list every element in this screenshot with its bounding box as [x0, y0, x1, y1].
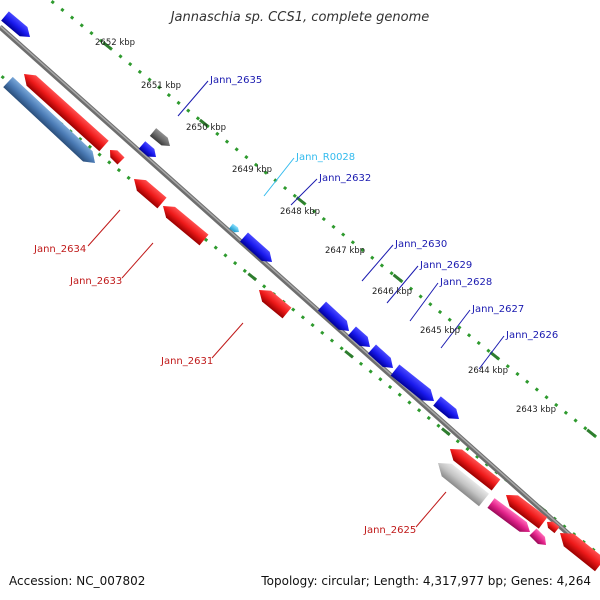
label-connector — [409, 282, 439, 322]
label-connector — [290, 178, 318, 206]
pseudo-gene-feature — [487, 498, 530, 532]
forward-gene-arrow — [348, 326, 371, 348]
label-connector — [386, 265, 419, 304]
label-connector — [87, 209, 121, 247]
ruler-tick-label: 2648 kbp — [280, 207, 320, 217]
label-connector — [478, 335, 505, 370]
ruler-forward-major — [47, 0, 600, 442]
other-feature-feature — [3, 76, 96, 164]
forward-gene-feature — [240, 232, 272, 262]
reverse-gene-feature — [547, 521, 560, 534]
map-title: Jannaschia sp. CCS1, complete genome — [170, 10, 430, 25]
label-connector — [415, 491, 447, 528]
gene-label[interactable]: Jann_2632 — [318, 173, 371, 184]
reverse-gene-arrow — [163, 206, 209, 246]
label-connector — [361, 244, 394, 282]
label-connector — [177, 80, 209, 117]
forward-gene-arrow — [390, 364, 435, 402]
reverse-gene-arrow — [438, 463, 490, 507]
ruler-tick-label: 2652 kbp — [95, 38, 135, 48]
reverse-gene-feature — [24, 74, 109, 152]
gene-label[interactable]: Jann_2634 — [33, 244, 86, 255]
gene-label[interactable]: Jann_2629 — [419, 260, 472, 271]
reverse-gene-feature — [450, 449, 501, 491]
forward-gene-feature — [348, 326, 371, 348]
reverse-gene-feature — [506, 495, 548, 529]
ruler-forward-minor — [47, 0, 600, 442]
ruler-tick-label: 2645 kbp — [420, 326, 460, 336]
gene-label[interactable]: Jann_2633 — [69, 276, 122, 287]
pseudo-gene-arrow — [487, 498, 530, 532]
ruler-tick-label: 2649 kbp — [232, 165, 272, 175]
reverse-gene-feature — [438, 463, 490, 507]
pseudo-gene-arrow — [529, 528, 547, 546]
features-layer — [1, 11, 600, 572]
reverse-gene-arrow — [110, 150, 125, 165]
rna-gene-feature — [229, 223, 240, 233]
reverse-gene-arrow — [259, 290, 292, 319]
reverse-gene-arrow — [506, 495, 548, 529]
label-connector — [440, 309, 471, 349]
reverse-gene-feature — [560, 533, 600, 572]
ruler-tick-label: 2643 kbp — [516, 405, 556, 415]
reverse-gene-feature — [163, 206, 209, 246]
ruler-tick-label: 2644 kbp — [468, 366, 508, 376]
label-connector — [121, 242, 154, 279]
ruler-tick-label: 2647 kbp — [325, 246, 365, 256]
forward-gene-feature — [317, 301, 349, 331]
label-connector — [211, 322, 244, 359]
forward-gene-arrow — [1, 11, 31, 38]
genome-backbone-highlight — [0, 25, 600, 562]
forward-gene-feature — [138, 141, 157, 158]
topology-text: Topology: circular; Length: 4,317,977 bp… — [261, 574, 591, 588]
reverse-gene-arrow — [560, 533, 600, 572]
reverse-gene-arrow — [547, 521, 560, 534]
forward-gene-feature — [390, 364, 435, 402]
rna-gene-arrow — [229, 223, 240, 233]
forward-gene-arrow — [240, 232, 272, 262]
forward-gene-arrow — [317, 301, 349, 331]
forward-gene-feature — [433, 396, 459, 419]
gene-label[interactable]: Jann_2627 — [471, 304, 524, 315]
ruler-reverse-minor — [0, 73, 600, 557]
accession-text: Accession: NC_007802 — [9, 574, 146, 588]
gene-label[interactable]: Jann_2630 — [394, 239, 447, 250]
gene-label[interactable]: Jann_2631 — [160, 356, 213, 367]
forward-gene-feature — [1, 11, 31, 38]
forward-gene-arrow — [138, 141, 157, 158]
gene-label[interactable]: Jann_2628 — [439, 277, 492, 288]
label-connector — [263, 157, 295, 197]
label-connectors — [87, 80, 505, 528]
gene-labels: Jann_2635Jann_R0028Jann_2632Jann_2630Jan… — [33, 75, 558, 536]
reverse-gene-feature — [110, 150, 125, 165]
reverse-gene-arrow — [450, 449, 501, 491]
other-feature-feature — [149, 128, 170, 146]
other-feature-arrow — [149, 128, 170, 146]
ruler-tick-label: 2651 kbp — [141, 81, 181, 91]
forward-gene-arrow — [433, 396, 459, 419]
reverse-gene-arrow — [134, 179, 167, 209]
pseudo-gene-feature — [529, 528, 547, 546]
ruler-tick-labels: 2652 kbp 2651 kbp 2650 kbp 2649 kbp 2648 kbp… — [95, 38, 556, 415]
forward-gene-feature — [367, 344, 393, 368]
reverse-gene-feature — [134, 179, 167, 209]
forward-gene-arrow — [367, 344, 393, 368]
gene-label[interactable]: Jann_R0028 — [295, 152, 355, 163]
other-feature-arrow — [3, 76, 96, 164]
gene-label[interactable]: Jann_2626 — [505, 330, 558, 341]
ruler-tick-label: 2650 kbp — [186, 123, 226, 133]
ruler-tick-label: 2646 kbp — [372, 287, 412, 297]
gene-label[interactable]: Jann_2625 — [363, 525, 416, 536]
gene-label[interactable]: Jann_2635 — [209, 75, 262, 86]
reverse-gene-feature — [259, 290, 292, 319]
reverse-gene-arrow — [24, 74, 109, 152]
